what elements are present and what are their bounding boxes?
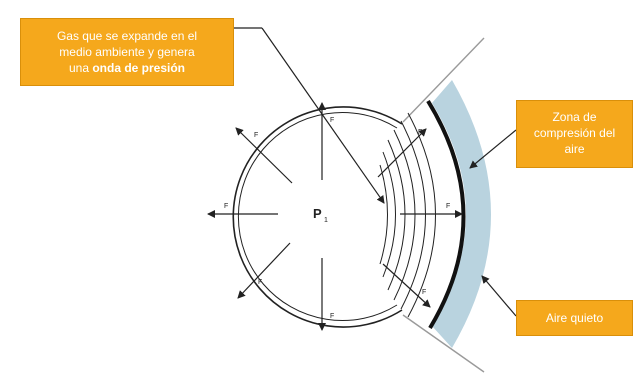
- compression-zone-band: [432, 80, 491, 348]
- force-arrow-downleft: [237, 242, 291, 299]
- still-air-callout: Aire quieto: [516, 300, 633, 336]
- zone-callout-line: Zona de: [552, 110, 597, 124]
- air-callout-text: Aire quieto: [545, 311, 604, 325]
- gas-callout-line: Gas que se expande en el: [56, 29, 198, 43]
- force-labels: F F F F F F F F: [224, 117, 450, 320]
- air-callout-pointer: [481, 275, 517, 317]
- container-inner-wall: [237, 112, 398, 321]
- force-arrow-downright: [382, 263, 431, 308]
- lower-guide-line: [402, 314, 485, 373]
- shock-front-arc: [426, 99, 466, 330]
- gas-callout-text: una: [68, 61, 93, 75]
- zone-callout-line: aire: [564, 142, 585, 156]
- force-label: F: [258, 279, 262, 286]
- force-label: F: [422, 289, 426, 296]
- gas-expansion-callout: Gas que se expande en el medio ambiente …: [20, 18, 234, 86]
- force-label: F: [330, 313, 334, 320]
- force-arrows: [207, 102, 463, 331]
- gas-callout-line: medio ambiente y genera: [59, 45, 195, 59]
- force-arrow-upleft: [235, 127, 293, 184]
- gas-callout-line: una onda de presión: [27, 60, 227, 76]
- force-arrow-upright: [377, 128, 427, 178]
- compression-zone-callout: Zona de compresión del aire: [516, 100, 633, 168]
- pressure-wave-term: onda de presión: [92, 61, 186, 75]
- force-label: F: [446, 203, 450, 210]
- force-label: F: [254, 132, 258, 139]
- pressure-symbol: P: [313, 206, 322, 221]
- upper-guide-line: [402, 37, 485, 123]
- zone-callout-pointer: [469, 129, 517, 169]
- force-label: F: [418, 129, 422, 136]
- container-outer-wall: [232, 106, 403, 328]
- zone-callout-line: compresión del: [533, 126, 616, 140]
- force-label: F: [330, 117, 334, 124]
- pressure-subscript: 1: [324, 217, 328, 224]
- force-label: F: [224, 203, 228, 210]
- gas-callout-pointer: [261, 27, 385, 204]
